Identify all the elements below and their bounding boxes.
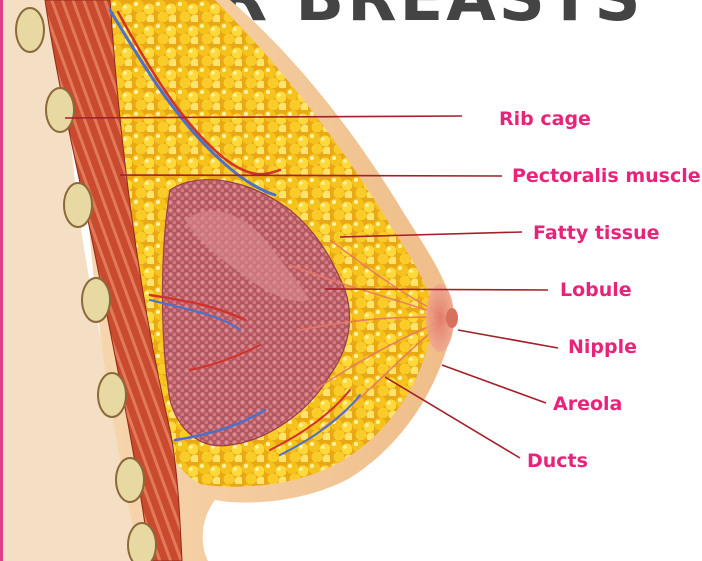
- rib-section: [82, 278, 110, 322]
- rib-section: [46, 88, 74, 132]
- leader-lobule: [325, 289, 548, 290]
- label-pectoralis-muscle: Pectoralis muscle: [512, 165, 701, 187]
- label-ducts: Ducts: [527, 450, 588, 472]
- label-areola: Areola: [553, 393, 622, 415]
- rib-section: [98, 373, 126, 417]
- nipple-shape: [446, 308, 458, 328]
- rib-section: [116, 458, 144, 502]
- label-lobule: Lobule: [560, 279, 632, 301]
- frame-edge: [0, 0, 3, 561]
- label-rib-cage: Rib cage: [499, 108, 591, 130]
- rib-section: [16, 8, 44, 52]
- leader-nipple: [458, 330, 558, 348]
- label-nipple: Nipple: [568, 336, 637, 358]
- leader-pectoralis-muscle: [120, 175, 502, 176]
- label-fatty-tissue: Fatty tissue: [533, 222, 659, 244]
- leader-areola: [442, 365, 546, 403]
- rib-section: [64, 183, 92, 227]
- rib-section: [128, 523, 156, 561]
